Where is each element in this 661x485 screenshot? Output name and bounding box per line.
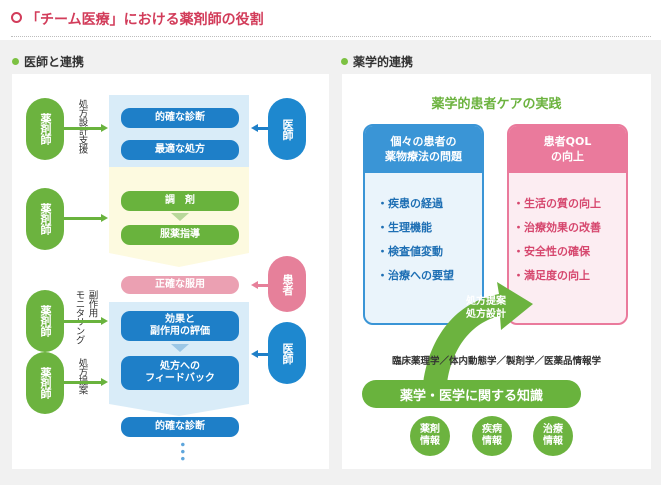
disciplines-text: 臨床薬理学／体内動態学／製剤学／医薬品情報学 [391, 356, 601, 367]
right-section-title: 薬学的連携 [353, 55, 414, 69]
section-bullet-icon [12, 58, 19, 65]
pill-accurate-diagnosis: 的確な診断 [121, 108, 239, 128]
qol-list: ・生活の質の向上 ・治療効果の改善 ・安全性の確保 ・満足度の向上 [513, 195, 601, 291]
page-title: 「チーム医療」における薬剤師の役割 [26, 12, 264, 28]
pill-medication-guidance: 服薬指導 [121, 225, 239, 245]
arrow-patient-shaft [257, 284, 268, 287]
pharmacist-circle-4: 薬剤師 [26, 352, 64, 414]
section-bullet-icon [341, 58, 348, 65]
disease-info-circle: 疾病 情報 [472, 416, 512, 456]
pill-dispensing: 調 剤 [121, 191, 239, 211]
doctor-circle-2: 医師 [268, 322, 306, 384]
pill-feedback: 処方への フィードバック [121, 356, 239, 390]
arrow-label: 処方提案 処方設計 [466, 296, 506, 320]
left-section-title: 医師と連携 [24, 55, 85, 69]
title-bullet-icon [11, 12, 22, 23]
pharmacist-circle-3: 薬剤師 [26, 290, 64, 352]
list-item: ・安全性の確保 [513, 245, 590, 258]
label-prescription-support: 処方設計支援 [76, 99, 88, 153]
knowledge-bar: 薬学・医学に関する知識 [362, 380, 581, 408]
care-subtitle: 薬学的患者ケアの実践 [431, 97, 562, 112]
list-item: ・生理機能 [377, 221, 432, 234]
drug-info-circle: 薬剤 情報 [410, 416, 450, 456]
pill-correct-medication: 正確な服用 [121, 276, 239, 294]
list-item: ・生活の質の向上 [513, 197, 601, 210]
title-divider [11, 36, 651, 37]
list-item: ・治療への要望 [377, 269, 454, 282]
doctor-circle-1: 医師 [268, 98, 306, 160]
arrow-doctor2-shaft [257, 353, 268, 356]
arrow-pharm3-shaft [64, 320, 102, 323]
pill-accurate-diagnosis-2: 的確な診断 [121, 417, 239, 437]
problem-list: ・疾患の経過 ・生理機能 ・検査値変動 ・治療への要望 [377, 195, 454, 291]
curved-arrow-icon [423, 282, 533, 384]
arrow-left-icon [251, 124, 258, 132]
arrow-left-icon [251, 350, 258, 358]
arrow-pharm4-shaft [64, 381, 102, 384]
arrow-right-icon [101, 317, 108, 325]
arrow-right-icon [101, 124, 108, 132]
arrow-right-icon [101, 214, 108, 222]
continuation-dots: ••• [175, 441, 189, 463]
label-proposal: 処方提案 [76, 358, 88, 394]
qol-box-title: 患者QOL の向上 [509, 126, 626, 173]
arrow-right-icon [101, 378, 108, 386]
arrow-doctor1-shaft [257, 127, 268, 130]
list-item: ・満足度の向上 [513, 269, 590, 282]
pill-optimal-prescription: 最適な処方 [121, 140, 239, 160]
list-item: ・疾患の経過 [377, 197, 443, 210]
label-side-effect: 副作用 [86, 290, 98, 317]
problem-box-title: 個々の患者の 薬物療法の問題 [365, 126, 482, 173]
down-arrow-icon [171, 344, 189, 352]
pill-evaluation: 効果と 副作用の評価 [121, 311, 239, 341]
patient-circle: 患者 [268, 256, 306, 312]
page-header [0, 0, 661, 40]
treatment-info-circle: 治療 情報 [533, 416, 573, 456]
pharmacist-circle-2: 薬剤師 [26, 188, 64, 250]
down-arrow-icon [171, 213, 189, 221]
band-evaluation-tail [109, 404, 249, 416]
arrow-pharm1-shaft [64, 127, 102, 130]
pharmacist-circle-1: 薬剤師 [26, 98, 64, 160]
arrow-left-icon [251, 281, 258, 289]
list-item: ・検査値変動 [377, 245, 443, 258]
label-monitoring: モニタリング [73, 290, 85, 344]
arrow-pharm2-shaft [64, 217, 102, 220]
band-dispensing-tail [109, 253, 249, 267]
list-item: ・治療効果の改善 [513, 221, 601, 234]
